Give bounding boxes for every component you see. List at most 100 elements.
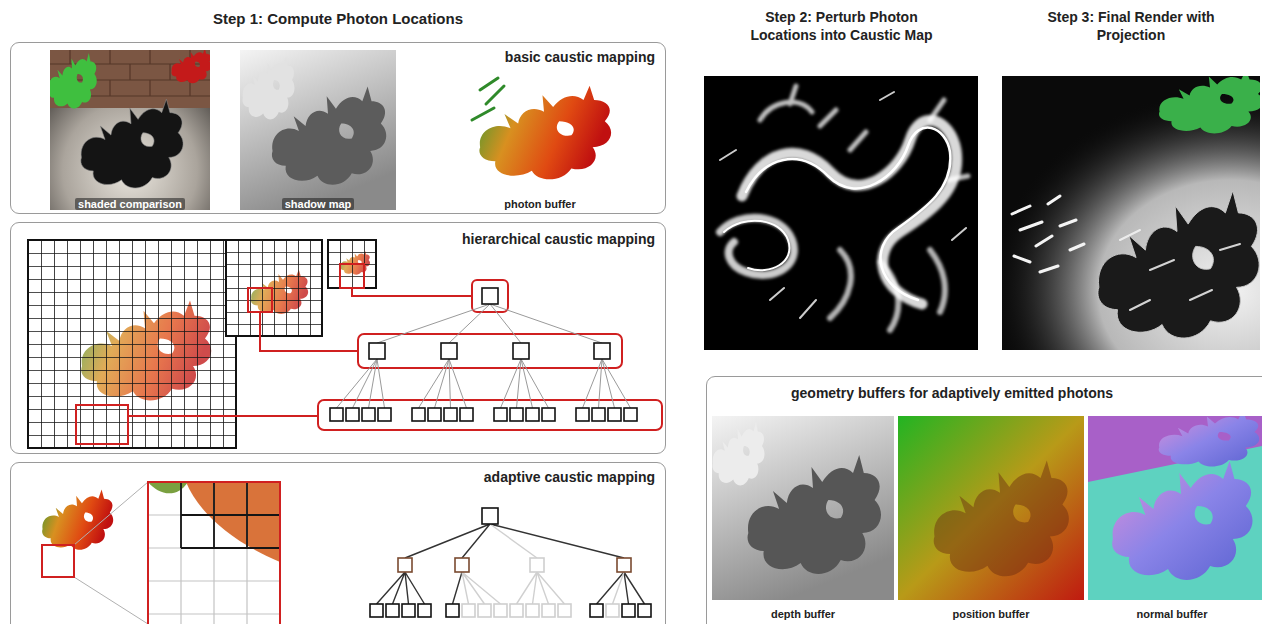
tree-cells-part — [576, 408, 589, 421]
grid-level-medium-part — [226, 240, 322, 336]
grid-level-medium-part — [226, 240, 322, 336]
adaptive-zoom-part — [42, 490, 113, 550]
panel-heading: basic caustic mapping — [505, 49, 655, 66]
adaptive-tree-lines-part — [490, 524, 537, 558]
caustic-map-image-part-part — [720, 92, 966, 318]
figure-label: Step 1: Compute Photon Locations — [188, 10, 488, 28]
tree-cells-part — [482, 288, 498, 304]
shaded-comparison-image-part — [50, 53, 97, 108]
adaptive-zoom-part-part — [148, 482, 188, 493]
depth-buffer-image — [712, 416, 894, 600]
tree-cells-part — [592, 408, 605, 421]
caustic-map-image-part — [720, 86, 968, 330]
tree-cells-part — [460, 408, 473, 421]
grid-level-medium — [226, 240, 322, 336]
adaptive-zoom-part-part — [148, 482, 280, 624]
tree-cells-part — [542, 408, 555, 421]
grid-level-coarse — [328, 240, 376, 288]
adaptive-tree-cells-part — [370, 604, 383, 617]
adaptive-tree-cells-part — [418, 604, 431, 617]
shadow-map-image-part — [272, 86, 386, 184]
label-text: Step 1: Compute Photon Locations — [213, 10, 463, 27]
photon-buffer-image — [472, 78, 611, 179]
final-render-image-part — [1159, 76, 1260, 133]
highlight-links-part — [128, 415, 318, 417]
highlight-links-part — [358, 334, 622, 368]
adaptive-tree-cells-part — [482, 508, 498, 524]
tree-lines-part — [377, 304, 602, 343]
tree-cells-part — [510, 408, 523, 421]
tree-cells-part — [513, 343, 529, 359]
tree-cells-part — [412, 408, 425, 421]
caustic-map-image-part — [720, 92, 966, 318]
highlight-links — [76, 264, 662, 444]
adaptive-tree-cells-part — [606, 604, 619, 617]
position-buffer-image-part — [898, 416, 1084, 600]
adaptive-tree-cells-part — [542, 604, 555, 617]
adaptive-tree-cells-part — [478, 604, 491, 617]
adaptive-zoom-part-part — [186, 482, 280, 562]
caustic-map-image — [704, 76, 978, 350]
tree-cells-part — [428, 408, 441, 421]
label-text: shaded comparison — [75, 198, 185, 210]
depth-buffer-image-part — [712, 422, 764, 485]
adaptive-zoom-part-part — [181, 482, 280, 548]
adaptive-tree-cells — [370, 508, 651, 617]
tree-cells-part — [362, 408, 375, 421]
adaptive-tree-cells-part — [455, 558, 469, 572]
panel-heading: hierarchical caustic mapping — [462, 231, 655, 248]
caustic-map-image-part-part — [746, 128, 950, 300]
adaptive-tree-cells-part — [622, 604, 635, 617]
label-text: position buffer — [953, 608, 1030, 620]
adaptive-zoom-part — [148, 482, 280, 624]
normal-buffer-image-part — [1159, 416, 1260, 466]
figure-label: normal buffer — [1088, 604, 1256, 622]
adaptive-tree-cells-part — [402, 604, 415, 617]
label-text: Step 3: Final Render with Projection — [1047, 9, 1214, 43]
adaptive-tree-lines-part — [462, 572, 624, 604]
adaptive-zoom — [42, 482, 280, 624]
caustic-map-image-part — [704, 76, 978, 350]
tree-cells — [330, 288, 637, 421]
tree-cells-part — [330, 408, 343, 421]
adaptive-tree-cells-part — [638, 604, 651, 617]
highlight-links-part — [248, 288, 272, 312]
figure-label: shadow map — [240, 194, 396, 212]
adaptive-tree-lines — [377, 524, 645, 604]
tree-cells-part — [441, 343, 457, 359]
adaptive-tree-cells-part — [617, 558, 631, 572]
adaptive-tree-cells-part — [526, 604, 539, 617]
final-render-image — [1002, 76, 1260, 350]
adaptive-zoom-part-part — [148, 482, 280, 624]
adaptive-tree-cells-part — [558, 604, 571, 617]
label-text: shadow map — [282, 198, 355, 210]
grid-level-coarse-part — [328, 240, 376, 288]
adaptive-tree-cells-part — [462, 604, 475, 617]
adaptive-tree-lines-part — [405, 524, 624, 558]
tree-cells-part — [608, 408, 621, 421]
shadow-map-image — [240, 50, 396, 210]
grid-level-medium-part — [226, 240, 322, 336]
label-text: Step 2: Perturb Photon Locations into Ca… — [750, 9, 932, 43]
figure-label: depth buffer — [712, 604, 894, 622]
panel-box: adaptive caustic mapping — [10, 462, 666, 624]
caustic-map-image-part-part — [760, 86, 968, 180]
adaptive-zoom-part — [42, 545, 74, 577]
caustic-map-image-part-part — [830, 250, 945, 330]
adaptive-tree-cells-part — [446, 604, 459, 617]
final-render-image-part — [1098, 191, 1259, 338]
shaded-comparison-image — [50, 50, 210, 210]
adaptive-tree-cells-part — [530, 558, 544, 572]
tree-cells-part — [494, 408, 507, 421]
panel-box: basic caustic mapping — [10, 42, 666, 214]
panel-heading: geometry buffers for adaptively emitted … — [791, 385, 1113, 402]
final-render-image-part-part — [1012, 196, 1084, 272]
tree-cells-part — [526, 408, 539, 421]
caustic-map-image-part-part — [724, 221, 789, 271]
figure-label: shaded comparison — [50, 194, 210, 212]
adaptive-tree-cells-part — [398, 558, 412, 572]
caustic-map-image-part-part — [720, 218, 794, 275]
figure-label: Step 2: Perturb Photon Locations into Ca… — [734, 8, 949, 44]
position-buffer-image-part — [934, 461, 1069, 577]
